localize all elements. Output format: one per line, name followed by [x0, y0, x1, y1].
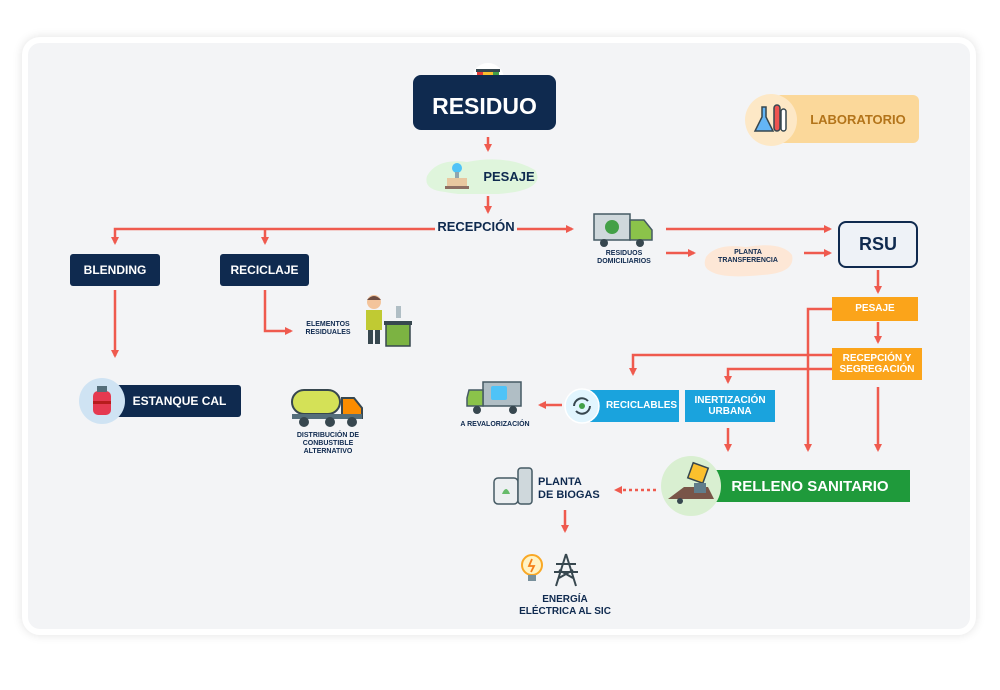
node-residuos-domiciliarios: RESIDUOS DOMICILIARIOS [597, 250, 651, 266]
tanker-truck-icon [290, 384, 364, 430]
node-elementos-residuales: ELEMENTOS RESIDUALES [305, 321, 351, 337]
node-laboratorio: LABORATORIO [775, 95, 919, 143]
power-tower-icon [550, 552, 582, 588]
arrow-reciclaje-elementos [263, 290, 293, 335]
garbage-truck-icon [592, 208, 656, 248]
lightbulb-icon [518, 553, 546, 585]
node-energia: ENERGÍA ELÉCTRICA AL SIC [519, 594, 611, 617]
node-reciclaje: RECICLAJE [220, 254, 309, 286]
node-rsu: RSU [838, 221, 918, 268]
node-recepcion: RECEPCIÓN [437, 219, 515, 234]
node-blending: BLENDING [70, 254, 160, 286]
gas-cylinder-icon [78, 377, 126, 425]
flasks-icon [744, 93, 798, 147]
node-distribucion: DISTRIBUCIÓN DE CONBUSTIBLE ALTERNATIVO [296, 432, 360, 456]
transfer-blob [700, 243, 796, 277]
biogas-plant-icon [490, 462, 536, 508]
node-residuo: RESIDUO [413, 75, 556, 130]
node-inertizacion: INERTIZACIÓN URBANA [685, 390, 775, 422]
node-recepcion-segregacion: RECEPCIÓN Y SEGREGACIÓN [832, 348, 922, 380]
node-relleno-sanitario: RELLENO SANITARIO [698, 470, 910, 502]
node-a-revalorizacion: A REVALORIZACIÓN [460, 421, 530, 428]
node-planta-transferencia: PLANTA TRANSFERENCIA [718, 249, 778, 265]
arrow-segregacion-inertizacion [724, 367, 832, 384]
arrow-pesaje-relleno [804, 307, 832, 452]
recycle-arrows-icon [564, 388, 600, 424]
landfill-icon [660, 455, 722, 517]
worker-recycling-icon [358, 292, 414, 348]
recycling-truck-icon [465, 378, 525, 416]
node-reciclables: RECICLABLES [590, 390, 679, 422]
arrow-segregacion-reciclables [629, 353, 832, 376]
arrow-recepcion-blending [111, 227, 435, 245]
node-pesaje-top: PESAJE [483, 169, 535, 184]
node-planta-biogas: PLANTA DE BIOGAS [538, 476, 600, 501]
scale-icon [419, 158, 549, 195]
node-pesaje-rsu: PESAJE [832, 297, 918, 321]
